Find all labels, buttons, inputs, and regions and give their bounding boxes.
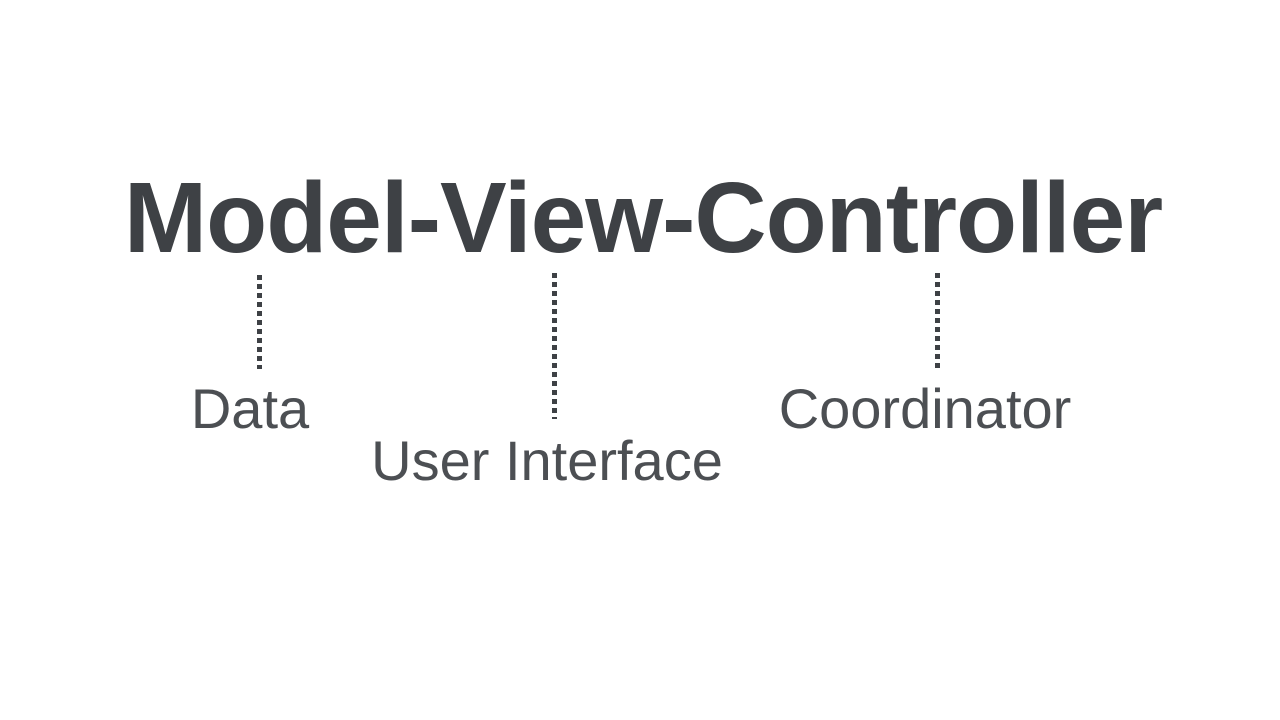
controller-connector-dotted-line bbox=[935, 273, 940, 371]
model-annotation-label: Data bbox=[190, 377, 310, 440]
view-annotation-label: User Interface bbox=[371, 429, 723, 492]
view-connector-dotted-line bbox=[552, 273, 557, 419]
page-title: Model-View-Controller bbox=[123, 162, 1163, 274]
model-connector-dotted-line bbox=[257, 275, 262, 369]
controller-annotation-label: Coordinator bbox=[778, 377, 1072, 440]
